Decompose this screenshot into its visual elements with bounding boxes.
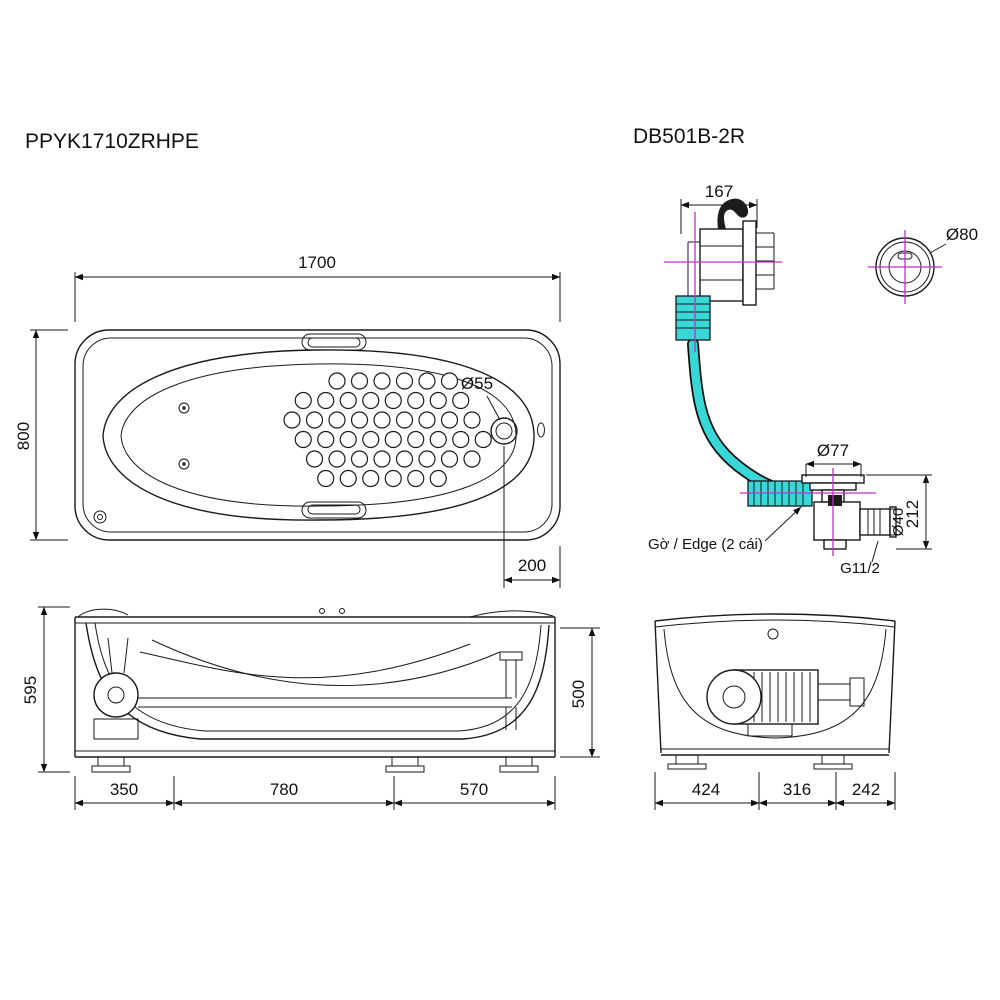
- svg-text:316: 316: [783, 780, 811, 799]
- dim-flange-diameter: Ø77: [805, 441, 862, 477]
- side-view: 595 500 350 780 570: [21, 606, 600, 810]
- grab-handle-top: [301, 333, 367, 351]
- fitting-coupling: [675, 295, 711, 341]
- dim-assembly-height: 212: [866, 474, 932, 550]
- pump-side: [93, 637, 139, 740]
- svg-text:Ø77: Ø77: [817, 441, 849, 460]
- dim-end-bottom-chain: 424 316 242: [654, 772, 896, 810]
- svg-text:424: 424: [692, 780, 720, 799]
- drain-detail: 167: [648, 182, 978, 577]
- pump-end: [706, 669, 865, 737]
- svg-text:200: 200: [518, 556, 546, 575]
- basin-profile: [85, 622, 550, 740]
- svg-text:595: 595: [21, 676, 40, 704]
- tub-outer-rim: [74, 329, 561, 541]
- thread-label: G11/2: [840, 540, 880, 577]
- dim-drain-diameter: Ø55: [461, 374, 493, 393]
- fitting-lever: [717, 198, 749, 229]
- internal-hose-2: [151, 639, 501, 687]
- svg-text:570: 570: [460, 780, 488, 799]
- drain-piping: [138, 651, 523, 730]
- svg-text:G11/2: G11/2: [840, 560, 880, 577]
- svg-text:1700: 1700: [298, 253, 336, 272]
- feet: [91, 756, 539, 773]
- basin-outer-edge: [102, 349, 535, 521]
- dim-width-1700: 1700: [74, 253, 561, 322]
- svg-text:800: 800: [14, 422, 33, 450]
- svg-text:780: 780: [270, 780, 298, 799]
- fitting-flange: [742, 220, 757, 306]
- dim-height-595: 595: [21, 606, 70, 773]
- product-code-right: DB501B-2R: [633, 125, 745, 148]
- svg-text:Ø40: Ø40: [890, 508, 907, 536]
- product-code-left: PPYK1710ZRHPE: [25, 130, 199, 153]
- end-view: 424 316 242: [654, 613, 896, 810]
- anti-slip-dots: [283, 372, 492, 488]
- basin-cross-section: [663, 628, 887, 739]
- feet-end: [667, 754, 853, 770]
- dim-drain-offset-200: 200: [503, 446, 561, 588]
- svg-text:242: 242: [852, 780, 880, 799]
- svg-text:Gờ / Edge (2 cái): Gờ / Edge (2 cái): [648, 536, 763, 553]
- internal-hose: [139, 643, 471, 679]
- grab-handle-bottom: [301, 501, 367, 519]
- drain-tee: Ø77 212 Ø40 G11/2 Gờ: [648, 441, 932, 577]
- dim-knob-diameter: Ø80: [946, 225, 978, 244]
- tee-body: [813, 501, 861, 541]
- dim-side-bottom-chain: 350 780 570: [74, 776, 556, 810]
- svg-text:167: 167: [705, 182, 733, 201]
- dim-height-500: 500: [560, 627, 600, 758]
- svg-text:350: 350: [110, 780, 138, 799]
- edge-note: Gờ / Edge (2 cái): [648, 506, 802, 553]
- dim-outlet-diameter: Ø40: [890, 508, 907, 536]
- drain-hole: Ø55: [461, 374, 518, 445]
- fitting-body: [699, 228, 744, 302]
- overflow-hole: [767, 628, 779, 640]
- outlet-pipe: [859, 508, 891, 536]
- svg-text:500: 500: [569, 680, 588, 708]
- dim-depth-800: 800: [14, 329, 68, 541]
- flex-hose: [687, 338, 812, 498]
- top-view: 1700 800: [14, 253, 561, 588]
- overflow-fitting: [664, 198, 782, 352]
- control-knob: Ø80: [868, 225, 978, 304]
- svg-text:212: 212: [903, 500, 922, 528]
- jet-fittings: [93, 402, 545, 524]
